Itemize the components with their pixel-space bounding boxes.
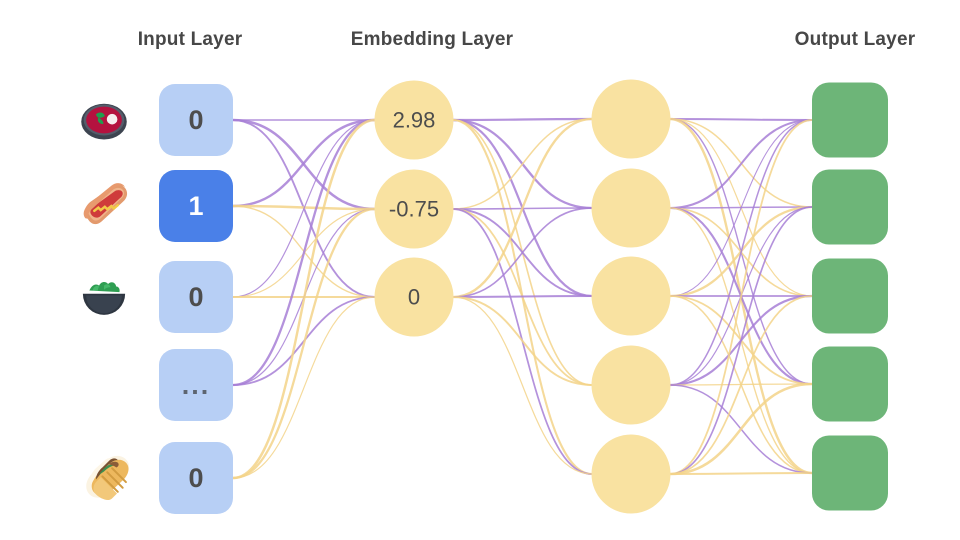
output-layer-title: Output Layer (794, 29, 916, 50)
embedding-node-2[interactable]: 0 (374, 257, 454, 337)
output-node-1[interactable] (812, 169, 888, 245)
output-node-4[interactable] (812, 435, 888, 511)
embedding-layer-title: Embedding Layer (350, 29, 514, 50)
input-node-0[interactable]: 0 (159, 84, 233, 156)
input-layer-title: Input Layer (137, 29, 243, 50)
hidden-node-1[interactable] (591, 168, 671, 248)
output-node-0[interactable] (812, 82, 888, 158)
hidden-node-4[interactable] (591, 434, 671, 514)
embedding-node-0[interactable]: 2.98 (374, 80, 454, 160)
output-node-2[interactable] (812, 258, 888, 334)
output-node-3[interactable] (812, 346, 888, 422)
hot-dog-icon (78, 180, 130, 232)
input-node-3[interactable]: ... (159, 349, 233, 421)
input-node-1[interactable]: 1 (159, 170, 233, 242)
hidden-node-0[interactable] (591, 79, 671, 159)
burrito-icon (78, 452, 130, 504)
input-node-2[interactable]: 0 (159, 261, 233, 333)
hidden-node-2[interactable] (591, 256, 671, 336)
salad-bowl-icon (78, 271, 130, 323)
embedding-node-1[interactable]: -0.75 (374, 169, 454, 249)
hidden-node-3[interactable] (591, 345, 671, 425)
input-node-4[interactable]: 0 (159, 442, 233, 514)
steak-plate-icon (78, 94, 130, 146)
